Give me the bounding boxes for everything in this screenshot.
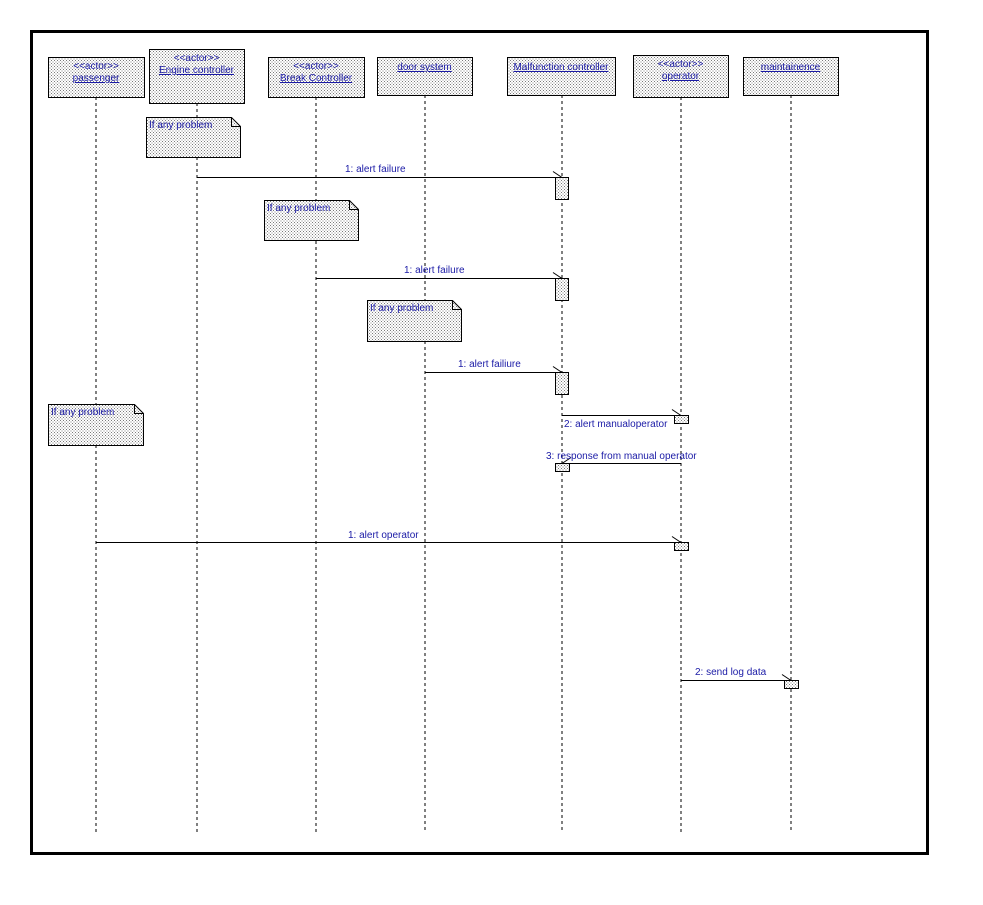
msg-log-label: 2: send log data	[695, 667, 767, 678]
msg-manual-label: 2: alert manualoperator	[564, 419, 668, 430]
object-box-break[interactable]	[268, 57, 365, 98]
object-name: Break Controller	[279, 73, 353, 84]
object-name: operator	[661, 71, 700, 82]
msg-response-label: 3: response from manual operator	[546, 451, 697, 462]
note-passenger[interactable]	[48, 404, 144, 446]
object-label-operator: <<actor>>operator	[633, 59, 728, 83]
activation-engine-alert	[555, 177, 569, 200]
msg-log-arrowhead	[781, 674, 792, 681]
object-label-maintenance: maintainence	[743, 62, 838, 74]
note-fold	[134, 404, 144, 414]
note-engine[interactable]	[146, 117, 241, 158]
msg-passenger-label: 1: alert operator	[348, 530, 419, 541]
msg-engine-label: 1: alert failure	[345, 164, 406, 175]
object-stereotype: <<actor>>	[73, 61, 119, 72]
msg-break-label: 1: alert failure	[404, 265, 465, 276]
diagram-frame	[30, 30, 929, 855]
note-fold	[452, 300, 462, 310]
object-label-break: <<actor>>Break Controller	[268, 61, 364, 85]
note-fold	[349, 200, 359, 210]
object-box-maintenance[interactable]	[743, 57, 839, 96]
object-box-operator[interactable]	[633, 55, 729, 98]
note-passenger-text: If any problem	[51, 407, 115, 418]
msg-passenger-arrowhead	[671, 536, 682, 543]
activation-break-alert	[555, 278, 569, 301]
activation-passenger-alert	[674, 542, 689, 551]
note-door-text: If any problem	[370, 303, 434, 314]
object-name: door system	[397, 62, 452, 73]
object-name: passenger	[72, 73, 120, 84]
object-name: Engine controller	[158, 65, 235, 76]
object-name: maintainence	[760, 62, 821, 73]
msg-manual-arrowhead	[671, 409, 682, 416]
object-label-passenger: <<actor>>passenger	[48, 61, 144, 85]
object-stereotype: <<actor>>	[293, 61, 339, 72]
msg-response-arrowhead	[561, 457, 572, 464]
activation-operator-alert	[674, 415, 689, 424]
msg-engine-arrowhead	[552, 171, 563, 178]
note-door[interactable]	[367, 300, 462, 342]
object-label-engine: <<actor>>Engine controller	[149, 53, 244, 77]
object-label-door: door system	[377, 62, 472, 74]
msg-door-label: 1: alert failiure	[458, 359, 521, 370]
activation-door-alert	[555, 372, 569, 395]
note-fold	[231, 117, 241, 127]
msg-break-arrowhead	[552, 272, 563, 279]
note-break[interactable]	[264, 200, 359, 241]
object-stereotype: <<actor>>	[173, 53, 220, 64]
object-name: Malfunction controller	[513, 62, 609, 73]
note-break-text: If any problem	[267, 203, 331, 214]
object-box-passenger[interactable]	[48, 57, 145, 98]
object-box-engine[interactable]	[149, 49, 245, 104]
activation-log-data	[784, 680, 799, 689]
note-engine-text: If any problem	[149, 120, 213, 131]
object-stereotype: <<actor>>	[657, 59, 704, 70]
object-label-malfunction: Malfunction controller	[507, 62, 615, 74]
msg-door-arrowhead	[552, 366, 563, 373]
activation-response	[555, 463, 570, 472]
object-box-malfunction[interactable]	[507, 57, 616, 96]
object-box-door[interactable]	[377, 57, 473, 96]
